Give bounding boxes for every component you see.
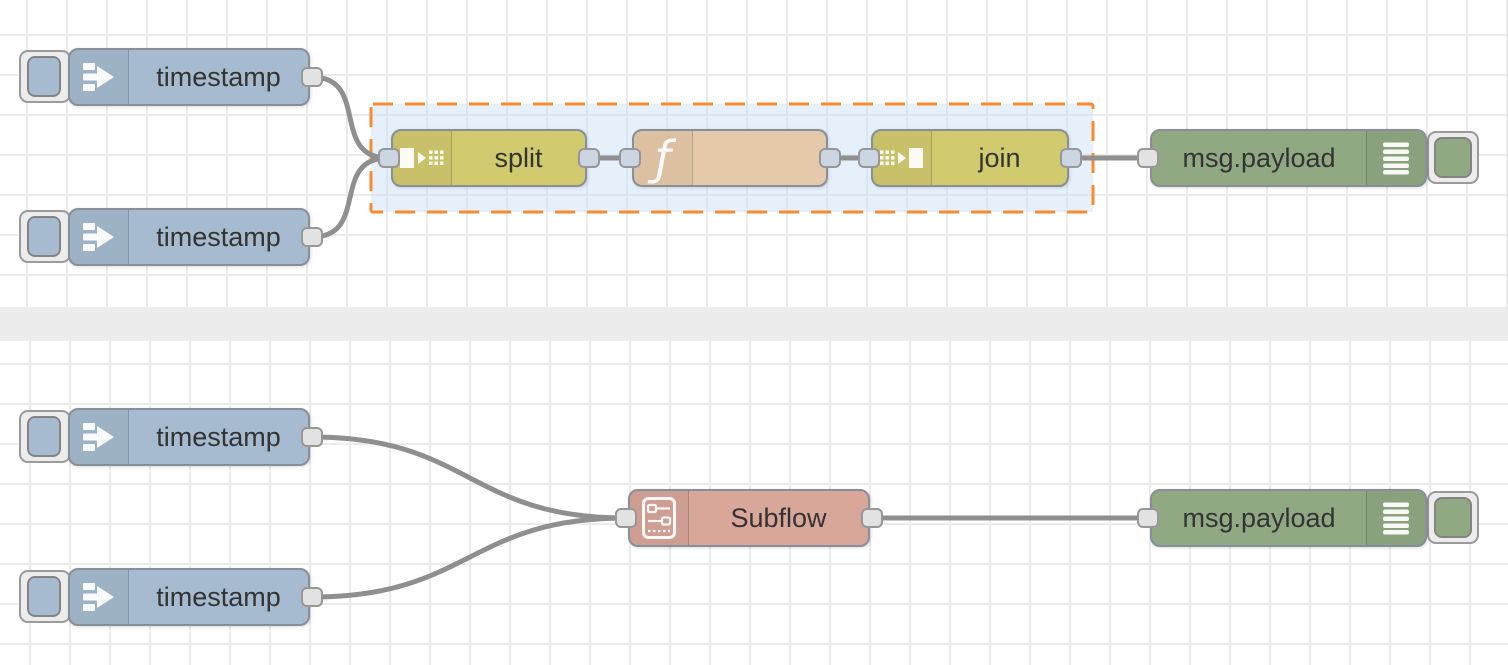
- node-label: timestamp: [156, 62, 281, 92]
- subflow-icon-region: [630, 491, 689, 545]
- node-label: join: [978, 143, 1021, 173]
- wire-inject3-to-subflow[interactable]: [311, 434, 627, 521]
- input-port[interactable]: [378, 148, 400, 168]
- function-node[interactable]: ƒ: [619, 129, 841, 187]
- debug-icon-region: [1366, 491, 1425, 545]
- inject-icon-region: [70, 410, 129, 464]
- debug-lines-icon: [1383, 502, 1409, 535]
- output-port[interactable]: [301, 587, 323, 607]
- split-node[interactable]: split: [378, 129, 600, 187]
- debug-node-1[interactable]: msg.payload: [1137, 129, 1479, 187]
- node-label: [693, 131, 826, 185]
- split-icon-region: [393, 131, 452, 185]
- join-icon: [880, 148, 923, 168]
- inject-arrow-icon: [83, 583, 114, 611]
- inject-icon-region: [70, 570, 129, 624]
- flow-divider: [0, 307, 1508, 341]
- inject-arrow-icon: [83, 223, 114, 251]
- node-label: timestamp: [156, 222, 281, 252]
- inject-node-4[interactable]: timestamp: [19, 568, 323, 626]
- inject-icon-region: [70, 210, 129, 264]
- subflow-node[interactable]: Subflow: [615, 489, 883, 547]
- inject-trigger-button[interactable]: [27, 216, 61, 257]
- inject-icon-region: [70, 50, 129, 104]
- debug-toggle-button[interactable]: [1434, 497, 1472, 538]
- inject-node-1[interactable]: timestamp: [19, 48, 323, 106]
- node-label: msg.payload: [1182, 503, 1336, 533]
- inject-trigger-button[interactable]: [27, 576, 61, 617]
- output-port[interactable]: [861, 508, 883, 528]
- inject-trigger-button[interactable]: [27, 56, 61, 97]
- input-port[interactable]: [858, 148, 880, 168]
- subflow-icon: [642, 497, 676, 539]
- wire-inject4-to-subflow[interactable]: [311, 515, 627, 600]
- node-label: timestamp: [156, 422, 281, 452]
- join-icon-region: [873, 131, 932, 185]
- inject-node-2[interactable]: timestamp: [19, 208, 323, 266]
- output-port[interactable]: [578, 148, 600, 168]
- output-port[interactable]: [301, 227, 323, 247]
- node-label: Subflow: [730, 503, 827, 533]
- debug-icon-region: [1366, 131, 1425, 185]
- join-node[interactable]: join: [858, 129, 1082, 187]
- input-port[interactable]: [619, 148, 641, 168]
- inject-arrow-icon: [83, 423, 114, 451]
- node-label: split: [494, 143, 543, 173]
- debug-node-2[interactable]: msg.payload: [1137, 489, 1479, 547]
- output-port[interactable]: [1060, 148, 1082, 168]
- node-label: msg.payload: [1182, 143, 1336, 173]
- output-port[interactable]: [819, 148, 841, 168]
- wire-inject1-to-split[interactable]: [311, 74, 389, 161]
- output-port[interactable]: [301, 427, 323, 447]
- function-f-icon: ƒ: [654, 131, 672, 185]
- output-port[interactable]: [301, 67, 323, 87]
- input-port[interactable]: [1137, 148, 1159, 168]
- node-label: timestamp: [156, 582, 281, 612]
- function-icon-region: ƒ: [634, 131, 693, 185]
- input-port[interactable]: [615, 508, 637, 528]
- input-port[interactable]: [1137, 508, 1159, 528]
- inject-trigger-button[interactable]: [27, 416, 61, 457]
- inject-arrow-icon: [83, 63, 114, 91]
- split-icon: [400, 148, 444, 168]
- wire-inject2-to-split[interactable]: [311, 155, 389, 240]
- inject-node-3[interactable]: timestamp: [19, 408, 323, 466]
- debug-lines-icon: [1383, 142, 1409, 175]
- debug-toggle-button[interactable]: [1434, 137, 1472, 178]
